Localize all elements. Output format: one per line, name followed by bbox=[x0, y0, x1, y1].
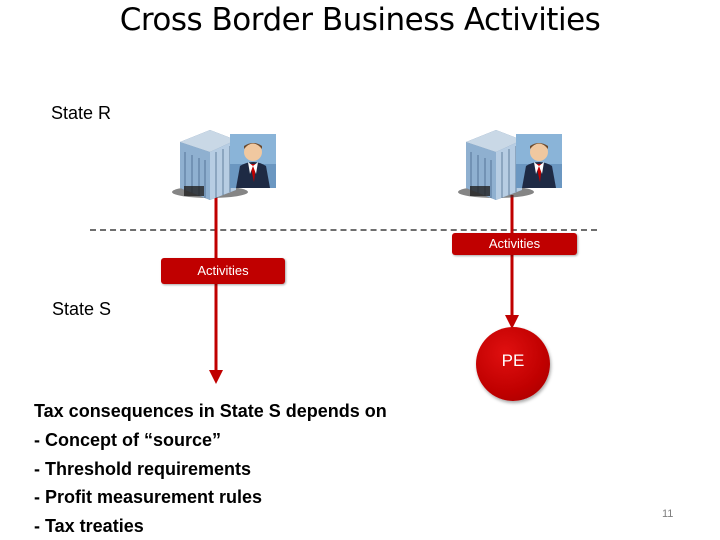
right-enterprise-group bbox=[456, 122, 566, 207]
businessman-icon bbox=[516, 134, 562, 188]
notes-line: - Tax treaties bbox=[34, 516, 144, 537]
left-arrowhead bbox=[209, 370, 223, 384]
notes-line: - Profit measurement rules bbox=[34, 487, 263, 508]
notes-line: - Concept of “source” bbox=[34, 429, 222, 450]
state-border-line bbox=[90, 229, 597, 231]
permanent-establishment-circle: PE bbox=[476, 327, 550, 401]
right-arrowhead bbox=[505, 315, 519, 329]
notes-line: - Threshold requirements bbox=[34, 458, 252, 479]
office-building-icon bbox=[172, 130, 248, 200]
notes-line: Tax consequences in State S depends on bbox=[34, 401, 387, 421]
state-r-label: State R bbox=[51, 103, 112, 123]
businessman-icon bbox=[230, 134, 276, 188]
activities-box-left: Activities bbox=[161, 258, 285, 284]
state-s-label: State S bbox=[52, 299, 112, 319]
office-building-icon bbox=[458, 130, 534, 200]
tax-consequences-notes: Tax consequences in State S depends on -… bbox=[34, 397, 387, 540]
page-number: 11 bbox=[662, 508, 674, 520]
slide-title: Cross Border Business Activities bbox=[119, 2, 601, 38]
activities-box-right: Activities bbox=[452, 233, 577, 255]
left-enterprise-group bbox=[170, 122, 280, 207]
